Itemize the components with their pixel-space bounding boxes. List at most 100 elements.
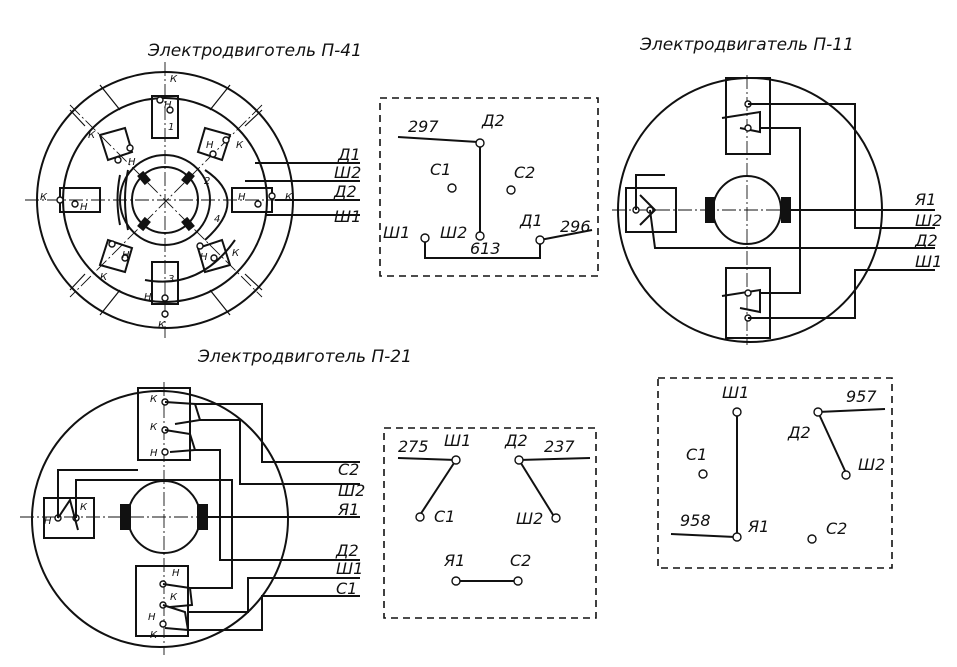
p41-label-sh1: Ш1 <box>334 207 361 226</box>
box3-label-958: 958 <box>680 511 711 530</box>
box2-link-sh1-c1 <box>419 459 457 516</box>
box1-label-sh1: Ш1 <box>383 223 410 242</box>
box1-label-296: 296 <box>560 217 591 236</box>
p21-pole-top <box>137 387 191 461</box>
svg-text:К: К <box>150 630 158 641</box>
box1-frame <box>379 97 599 277</box>
box2-frame <box>383 427 597 619</box>
box3-label-ya1: Я1 <box>747 517 769 536</box>
svg-text:К: К <box>88 130 96 141</box>
p41-pole-right <box>231 187 273 213</box>
p11-lead-sh2 <box>748 103 935 229</box>
p41-brush-4 <box>181 216 195 232</box>
p11-label-ya1: Я1 <box>914 190 936 209</box>
p21-label-d2: Д2 <box>335 541 359 560</box>
p41-brush-2 <box>181 170 195 186</box>
p11-lead-sh1 <box>748 269 935 319</box>
p11-pole-left <box>625 187 677 233</box>
svg-text:3: 3 <box>168 274 174 285</box>
svg-text:К: К <box>170 592 178 603</box>
p41-label-d1: Д1 <box>337 145 361 164</box>
terminal-board-p21: 275 Ш1 Д2 237 С1 Ш2 Я1 С2 <box>383 427 597 619</box>
p21-label-sh2: Ш2 <box>338 481 365 500</box>
svg-text:Н: Н <box>80 202 88 213</box>
svg-text:Н: Н <box>148 612 156 623</box>
box1-label-c1: С1 <box>430 160 451 179</box>
box3-wire-958 <box>670 533 736 538</box>
box3-label-d2: Д2 <box>787 423 811 442</box>
box1-label-297: 297 <box>408 117 439 136</box>
p41-brush-3 <box>137 216 151 232</box>
motor-p21: С2 Ш2 Я1 Д2 Ш1 С1 К К Н Н К Н К Н К <box>20 382 365 655</box>
title-p11: Электродвигатель П-11 <box>639 35 854 55</box>
svg-text:Н: Н <box>122 250 130 261</box>
p11-label-sh2: Ш2 <box>915 211 942 230</box>
p11-brush-right <box>781 197 791 223</box>
box2-label-237: 237 <box>544 437 575 456</box>
box1-link-613 <box>424 238 541 259</box>
svg-text:1: 1 <box>168 122 174 133</box>
p41-brush-1 <box>137 170 151 186</box>
box3-label-c2: С2 <box>826 519 847 538</box>
box1-wire-296 <box>539 229 593 241</box>
p41-pole-bottom-left <box>98 238 134 274</box>
terminal-board-p41: 297 Д2 С1 С2 Ш1 Ш2 Д1 296 613 <box>379 97 599 277</box>
box3-label-c1: С1 <box>686 445 707 464</box>
box3-frame <box>657 377 893 569</box>
p21-lead-c2 <box>195 403 360 463</box>
svg-text:К: К <box>150 422 158 433</box>
p21-label-c1: С1 <box>336 579 357 598</box>
p41-pole-top-right <box>196 126 232 162</box>
box2-label-d2: Д2 <box>504 431 528 450</box>
p21-lead-sh1 <box>188 577 360 613</box>
svg-text:К: К <box>158 320 166 331</box>
box2-wire-237 <box>518 457 591 461</box>
p21-housing <box>31 390 289 648</box>
svg-text:Н: Н <box>206 140 214 151</box>
box3-label-sh1: Ш1 <box>722 383 749 402</box>
svg-text:Н: Н <box>144 292 152 303</box>
p41-pole-top-left <box>98 126 134 162</box>
box1-label-d1: Д1 <box>519 211 543 230</box>
box1-label-d2: Д2 <box>481 111 505 130</box>
box1-label-613: 613 <box>470 239 501 258</box>
p41-pole-bottom <box>151 261 179 305</box>
box1-label-sh2: Ш2 <box>440 223 467 242</box>
svg-text:К: К <box>170 74 178 85</box>
p21-label-sh1: Ш1 <box>336 559 363 578</box>
svg-text:4: 4 <box>214 214 220 225</box>
title-p41: Электродвиготель П-41 <box>147 41 362 61</box>
svg-text:Н: Н <box>150 448 158 459</box>
svg-text:К: К <box>236 140 244 151</box>
p41-pole-top <box>151 95 179 139</box>
motor-p11: Я1 Ш2 Д2 Ш1 <box>612 75 942 345</box>
box1-label-c2: С2 <box>514 163 535 182</box>
box3-link-d2-sh2 <box>817 411 847 474</box>
title-p21: Электродвиготель П-21 <box>197 347 412 367</box>
svg-text:К: К <box>80 502 88 513</box>
p21-pole-left <box>43 497 95 539</box>
box2-label-c1: С1 <box>434 507 455 526</box>
terminal-board-p11: Ш1 957 Д2 С1 Ш2 958 Я1 С2 <box>657 377 893 569</box>
motor-p41: К Н 1 2 3 4 К Н К Н К Н Н К К Н Н К К Н … <box>25 62 361 338</box>
p21-lead-sh2 <box>200 419 360 485</box>
p11-wire-interpole <box>760 127 801 294</box>
p21-brush-left <box>120 504 131 530</box>
svg-text:Н: Н <box>44 516 52 527</box>
p21-coil-marks: К К Н Н К Н К Н К <box>44 394 180 641</box>
box2-label-c2: С2 <box>510 551 531 570</box>
svg-text:К: К <box>285 192 293 203</box>
box2-link-d2-sh2 <box>518 459 556 519</box>
box3-wire-957 <box>817 408 886 413</box>
p21-label-c2: С2 <box>338 460 359 479</box>
svg-text:Н: Н <box>238 192 246 203</box>
box2-wire-275 <box>397 457 457 461</box>
p11-pole-bottom <box>725 267 771 339</box>
p11-label-sh1: Ш1 <box>915 252 942 271</box>
p11-lead-d2 <box>649 209 935 249</box>
svg-text:2: 2 <box>204 176 210 187</box>
svg-text:К: К <box>150 394 158 405</box>
p11-brush-left <box>705 197 715 223</box>
box2-label-ya1: Я1 <box>443 551 465 570</box>
